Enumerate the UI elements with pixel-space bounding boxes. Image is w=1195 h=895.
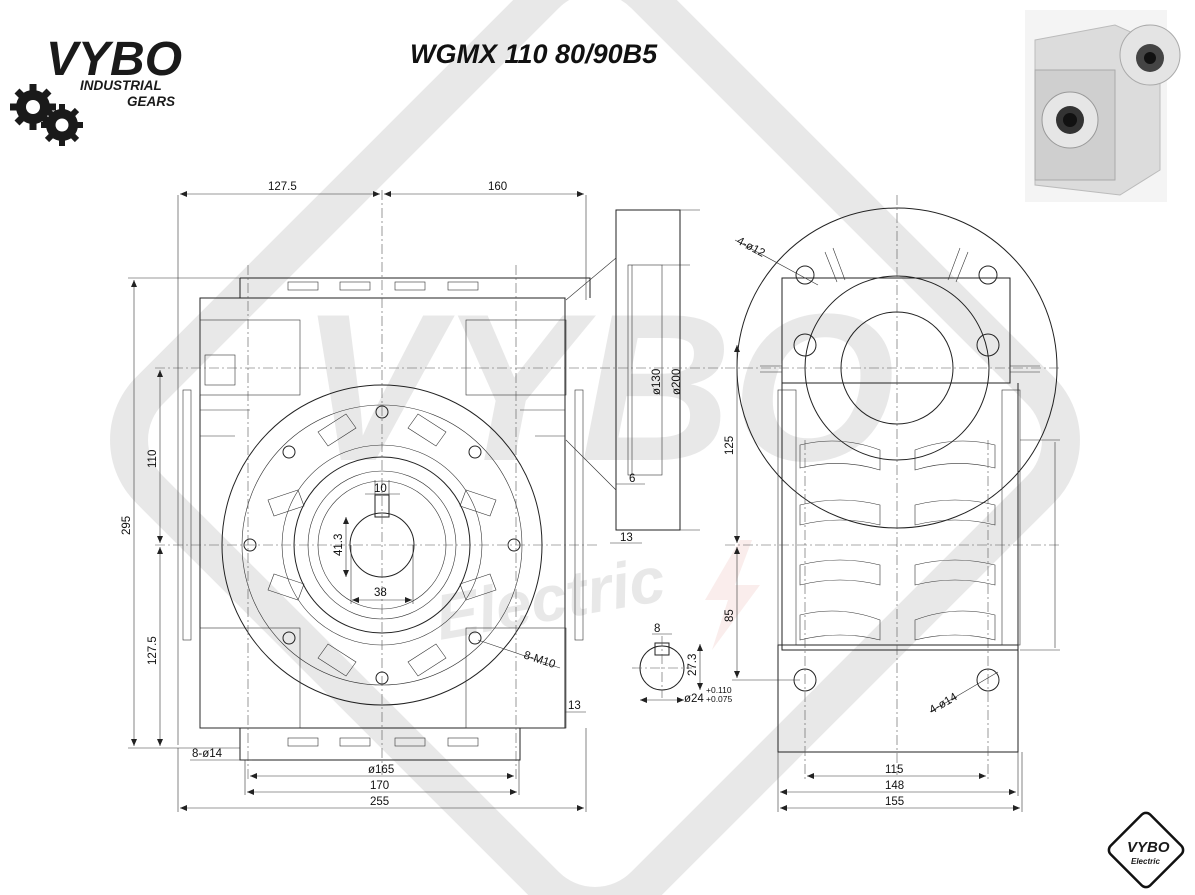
keyway-width: 10 <box>374 483 387 495</box>
logo-wordmark: VYBO <box>46 33 182 86</box>
gearbox-photo <box>1025 10 1181 202</box>
dim-upper-left: 110 <box>147 450 159 468</box>
key-width: 8 <box>654 623 660 635</box>
badge-logo: VYBO <box>1127 839 1170 856</box>
bolt-callout: 8-M10 <box>522 649 557 670</box>
logo-industrial: INDUSTRIAL <box>80 78 162 93</box>
dim-inner-dia: ø130 <box>651 369 663 395</box>
dim-85: 85 <box>724 609 736 622</box>
shaft-dia: ø24 <box>684 693 704 705</box>
key-height: 27.3 <box>687 654 699 676</box>
dim-base-total: 255 <box>370 796 389 808</box>
bore-width: 38 <box>374 587 387 599</box>
bore-depth: 41.3 <box>333 534 345 556</box>
badge-electric: Electric <box>1131 857 1160 866</box>
dim-115: 115 <box>885 764 903 776</box>
side-flange-view: ø130 ø200 6 13 <box>565 209 725 544</box>
dim-base-inner: 170 <box>370 780 389 792</box>
dim-155: 155 <box>885 796 904 808</box>
model-title: WGMX 110 80/90B5 <box>410 39 658 69</box>
front-view: 127.5 160 295 110 127.5 10 41.3 38 8-M10… <box>121 181 600 812</box>
logo-gears: GEARS <box>127 94 175 109</box>
watermark-logo: VYBO <box>300 270 895 505</box>
dim-125: 125 <box>724 436 736 455</box>
dim-circle: ø165 <box>368 764 394 776</box>
flange-holes: 4-ø12 <box>735 235 767 260</box>
right-view: 4-ø12 125 85 4-ø14 115 148 155 <box>724 195 1060 812</box>
tol-lower: +0.075 <box>706 694 733 704</box>
dim-spigot: 6 <box>629 473 635 485</box>
gear-icon <box>10 84 83 146</box>
dim-top-right: 160 <box>488 181 507 193</box>
brand-logo: VYBO INDUSTRIAL GEARS <box>10 33 182 146</box>
watermark: VYBO Electric <box>110 0 1080 895</box>
dim-148: 148 <box>885 780 904 792</box>
brand-badge: VYBO Electric <box>1107 811 1185 889</box>
dim-outer-dia: ø200 <box>671 369 683 395</box>
dim-thickness: 13 <box>620 532 633 544</box>
shaft-detail: 8 27.3 ø24 +0.110 +0.075 <box>632 623 733 705</box>
dim-right-small: 13 <box>568 700 581 712</box>
bolt-holes-callout: 8-ø14 <box>192 748 223 760</box>
dim-lower-left: 127.5 <box>147 636 159 665</box>
dim-top-left: 127.5 <box>268 181 297 193</box>
foot-holes: 4-ø14 <box>928 691 961 717</box>
dim-height-total: 295 <box>121 516 133 535</box>
tol-upper: +0.110 <box>706 685 732 695</box>
